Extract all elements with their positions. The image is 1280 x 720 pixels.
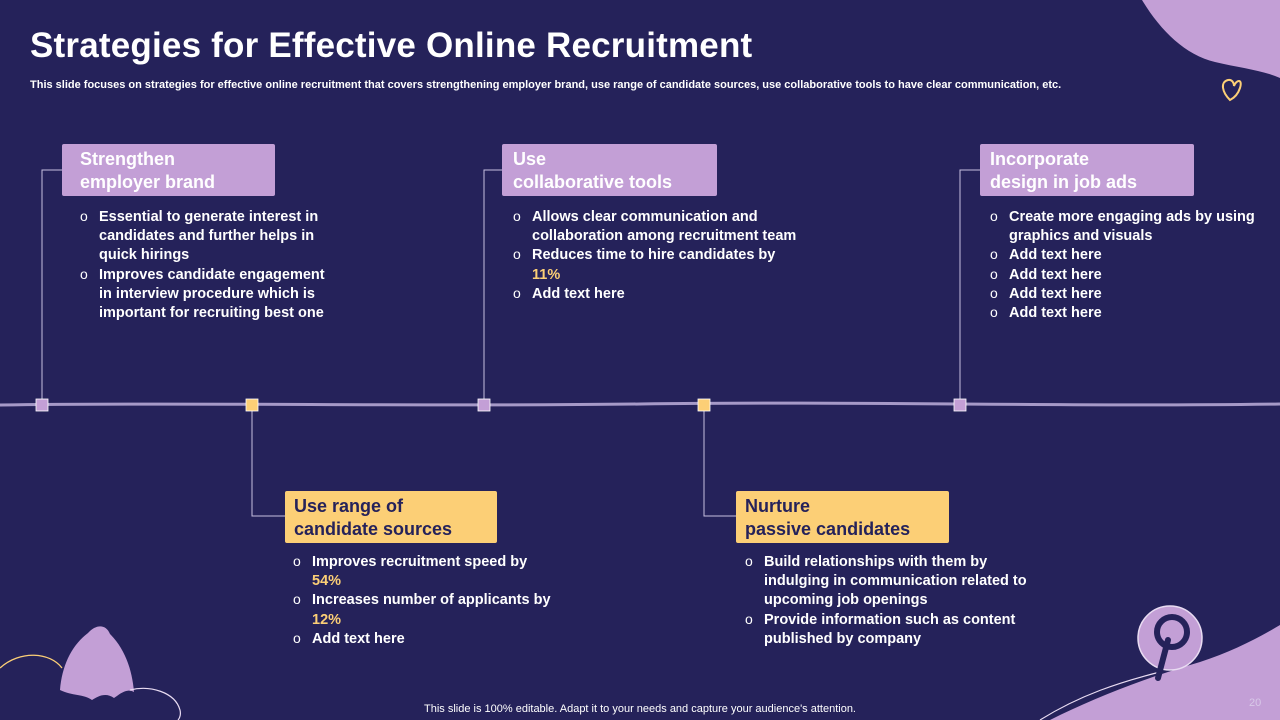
list-item: Add text here [513, 284, 798, 304]
highlight-value: 54% [312, 573, 342, 590]
page-number: 20 [1249, 697, 1262, 709]
step-title-line: Strengthen [80, 149, 176, 169]
step-title-line: employer brand [80, 172, 216, 192]
timeline-node [697, 398, 711, 412]
list-item: Create more engaging ads by using graphi… [990, 207, 1255, 246]
step-use-range-of-candidate-sources: Use range of candidate sources [285, 491, 497, 543]
timeline-node [35, 398, 49, 412]
pinterest-icon [1137, 605, 1203, 681]
step-title-line: passive candidates [745, 519, 911, 539]
top-right-blob [1142, 0, 1280, 78]
timeline-line [0, 401, 1280, 407]
timeline-node [477, 398, 491, 412]
footer-note: This slide is 100% editable. Adapt it to… [424, 703, 856, 715]
ghost-icon [0, 626, 181, 720]
timeline-node [245, 398, 259, 412]
bottom-right-blob [1050, 625, 1280, 720]
step-title-line: collaborative tools [513, 172, 673, 192]
list-item: Essential to generate interest in candid… [80, 207, 340, 266]
step-incorporate-design-in-job-ads: Incorporate design in job ads [980, 144, 1194, 196]
step-title-line: candidate sources [294, 519, 453, 539]
list-item: Provide information such as content publ… [745, 610, 1045, 649]
page-title: Strategies for Effective Online Recruitm… [30, 26, 753, 65]
bullet-list: Essential to generate interest in candid… [80, 207, 340, 324]
step-title-line: Nurture [745, 496, 811, 516]
bullet-list: Build relationships with them by indulgi… [745, 552, 1045, 649]
step-title-line: Use range of [294, 496, 404, 516]
list-item: Allows clear communication and collabora… [513, 207, 798, 246]
heart-icon [1222, 78, 1242, 102]
highlight-value: 11% [532, 266, 561, 283]
list-item: Add text here [990, 265, 1255, 285]
list-item: Reduces time to hire candidates by 11% [513, 245, 798, 284]
highlight-value: 12% [312, 611, 342, 628]
list-item: Add text here [990, 303, 1255, 323]
bullet-list: Allows clear communication and collabora… [513, 207, 798, 304]
list-item: Add text here [293, 629, 573, 649]
step-title-line: design in job ads [990, 172, 1138, 192]
step-title-line: Incorporate [990, 149, 1090, 169]
step-nurture-passive-candidates: Nurture passive candidates [736, 491, 949, 543]
list-item: Add text here [990, 284, 1255, 304]
list-item: Improves candidate engagement in intervi… [80, 265, 340, 324]
step-title-line: Use [513, 149, 547, 169]
timeline-node [953, 398, 967, 412]
list-item: Build relationships with them by indulgi… [745, 552, 1045, 611]
list-item: Add text here [990, 245, 1255, 265]
bullet-list: Create more engaging ads by using graphi… [990, 207, 1255, 323]
step-strengthen-employer-brand: Strengthen employer brand [62, 144, 275, 196]
page-subtitle: This slide focuses on strategies for eff… [30, 79, 1062, 91]
step-use-collaborative-tools: Use collaborative tools [502, 144, 717, 196]
